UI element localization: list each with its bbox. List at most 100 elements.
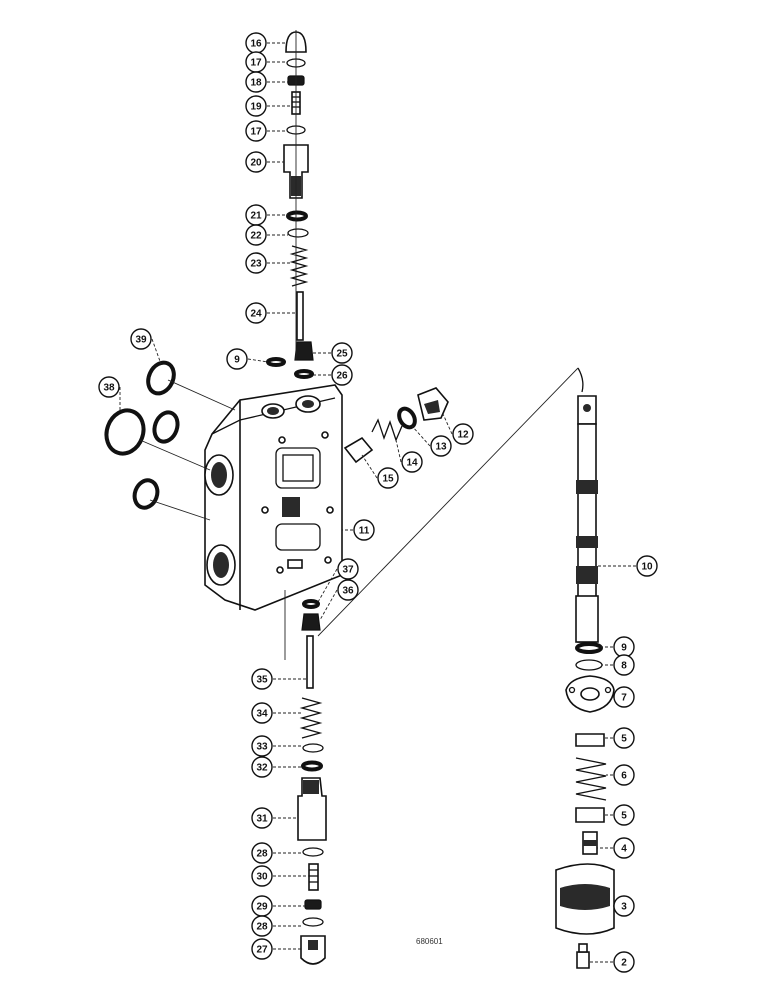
callout-label: 32 [256, 763, 268, 774]
callout-label: 5 [621, 811, 627, 822]
relief-parts [343, 387, 449, 464]
callout-circle [251, 807, 273, 829]
callout-label: 3 [621, 902, 627, 913]
part-36-poppet [301, 613, 321, 631]
callout-leader [361, 454, 378, 479]
callout-28: 28 [251, 842, 303, 864]
callout-label: 16 [250, 39, 262, 50]
callout-label: 6 [621, 771, 627, 782]
callout-circle [613, 686, 635, 708]
part-22-washer [287, 228, 309, 238]
callout-label: 13 [435, 442, 447, 453]
callout-label: 37 [342, 565, 354, 576]
callout-26: 26 [312, 364, 353, 386]
callout-circle [331, 342, 353, 364]
callout-17: 17 [245, 51, 287, 73]
callout-29: 29 [251, 895, 305, 917]
callout-circle [377, 467, 399, 489]
callout-leader [442, 413, 453, 435]
callout-circle [251, 756, 273, 778]
callout-circle [613, 895, 635, 917]
callout-5: 5 [604, 804, 635, 826]
part-14-spring [371, 418, 403, 442]
callout-8: 8 [602, 654, 635, 676]
callout-circle [251, 938, 273, 960]
callout-label: 12 [457, 430, 469, 441]
callout-33: 33 [251, 735, 303, 757]
part-5-retainer [575, 733, 605, 747]
callout-22: 22 [245, 224, 288, 246]
callout-label: 8 [621, 661, 627, 672]
callout-circle [251, 842, 273, 864]
callout-label: 27 [256, 945, 268, 956]
callout-circle [226, 348, 248, 370]
part-38b-oring [152, 410, 180, 444]
part-13-oring [397, 406, 417, 430]
part-9b-oring [575, 642, 603, 654]
callout-circle [245, 120, 267, 142]
part-11-valve-body [204, 384, 343, 611]
callout-circle [401, 451, 423, 473]
callout-27: 27 [251, 938, 301, 960]
callout-circle [636, 555, 658, 577]
callout-24: 24 [245, 302, 297, 324]
part-15-piston [343, 436, 374, 464]
drawing-number: 680601 [416, 937, 443, 946]
callout-leader [319, 589, 338, 621]
part-28-washer [302, 847, 324, 857]
callout-label: 38 [103, 383, 115, 394]
callout-circle [613, 654, 635, 676]
part-28b-washer [302, 917, 324, 927]
callout-11: 11 [342, 519, 375, 541]
callout-leader [151, 338, 162, 365]
callout-10: 10 [598, 555, 658, 577]
part-24-rod [296, 291, 304, 341]
callout-3: 3 [613, 895, 635, 917]
callout-label: 26 [336, 371, 348, 382]
callout-label: 14 [406, 458, 418, 469]
callout-label: 25 [336, 349, 348, 360]
callout-21: 21 [245, 204, 288, 226]
callout-label: 35 [256, 675, 268, 686]
callout-circle [430, 435, 452, 457]
callout-circle [613, 804, 635, 826]
callout-19: 19 [245, 95, 292, 117]
part-2-screw [576, 951, 590, 969]
part-37-oring [302, 599, 320, 609]
callout-17: 17 [245, 120, 287, 142]
callout-25: 25 [312, 342, 353, 364]
callout-label: 18 [250, 78, 262, 89]
callout-label: 33 [256, 742, 268, 753]
part-29-nut [304, 899, 322, 910]
callout-label: 21 [250, 211, 262, 222]
callout-label: 20 [250, 158, 262, 169]
callout-circle [245, 252, 267, 274]
upper-stack [283, 31, 314, 379]
callout-circle [245, 95, 267, 117]
callout-label: 31 [256, 814, 268, 825]
part-39-oring [146, 360, 176, 396]
callout-6: 6 [606, 764, 635, 786]
part-6-spring [575, 757, 607, 801]
callout-leader [395, 439, 402, 463]
callout-label: 15 [382, 474, 394, 485]
callout-circle [245, 224, 267, 246]
callout-5: 5 [604, 727, 635, 749]
callout-circle [251, 915, 273, 937]
callout-32: 32 [251, 756, 303, 778]
callout-label: 36 [342, 586, 354, 597]
callout-circle [245, 302, 267, 324]
callout-label: 9 [621, 643, 627, 654]
callout-12: 12 [442, 413, 474, 445]
callout-7: 7 [613, 686, 635, 708]
callout-label: 23 [250, 259, 262, 270]
callout-label: 5 [621, 734, 627, 745]
callout-label: 17 [250, 58, 262, 69]
callout-36: 36 [319, 579, 359, 621]
callout-18: 18 [245, 71, 288, 93]
part-34-spring [299, 697, 323, 739]
callout-circle [613, 727, 635, 749]
callout-circle [245, 151, 267, 173]
callout-9: 9 [601, 636, 635, 658]
callout-label: 19 [250, 102, 262, 113]
